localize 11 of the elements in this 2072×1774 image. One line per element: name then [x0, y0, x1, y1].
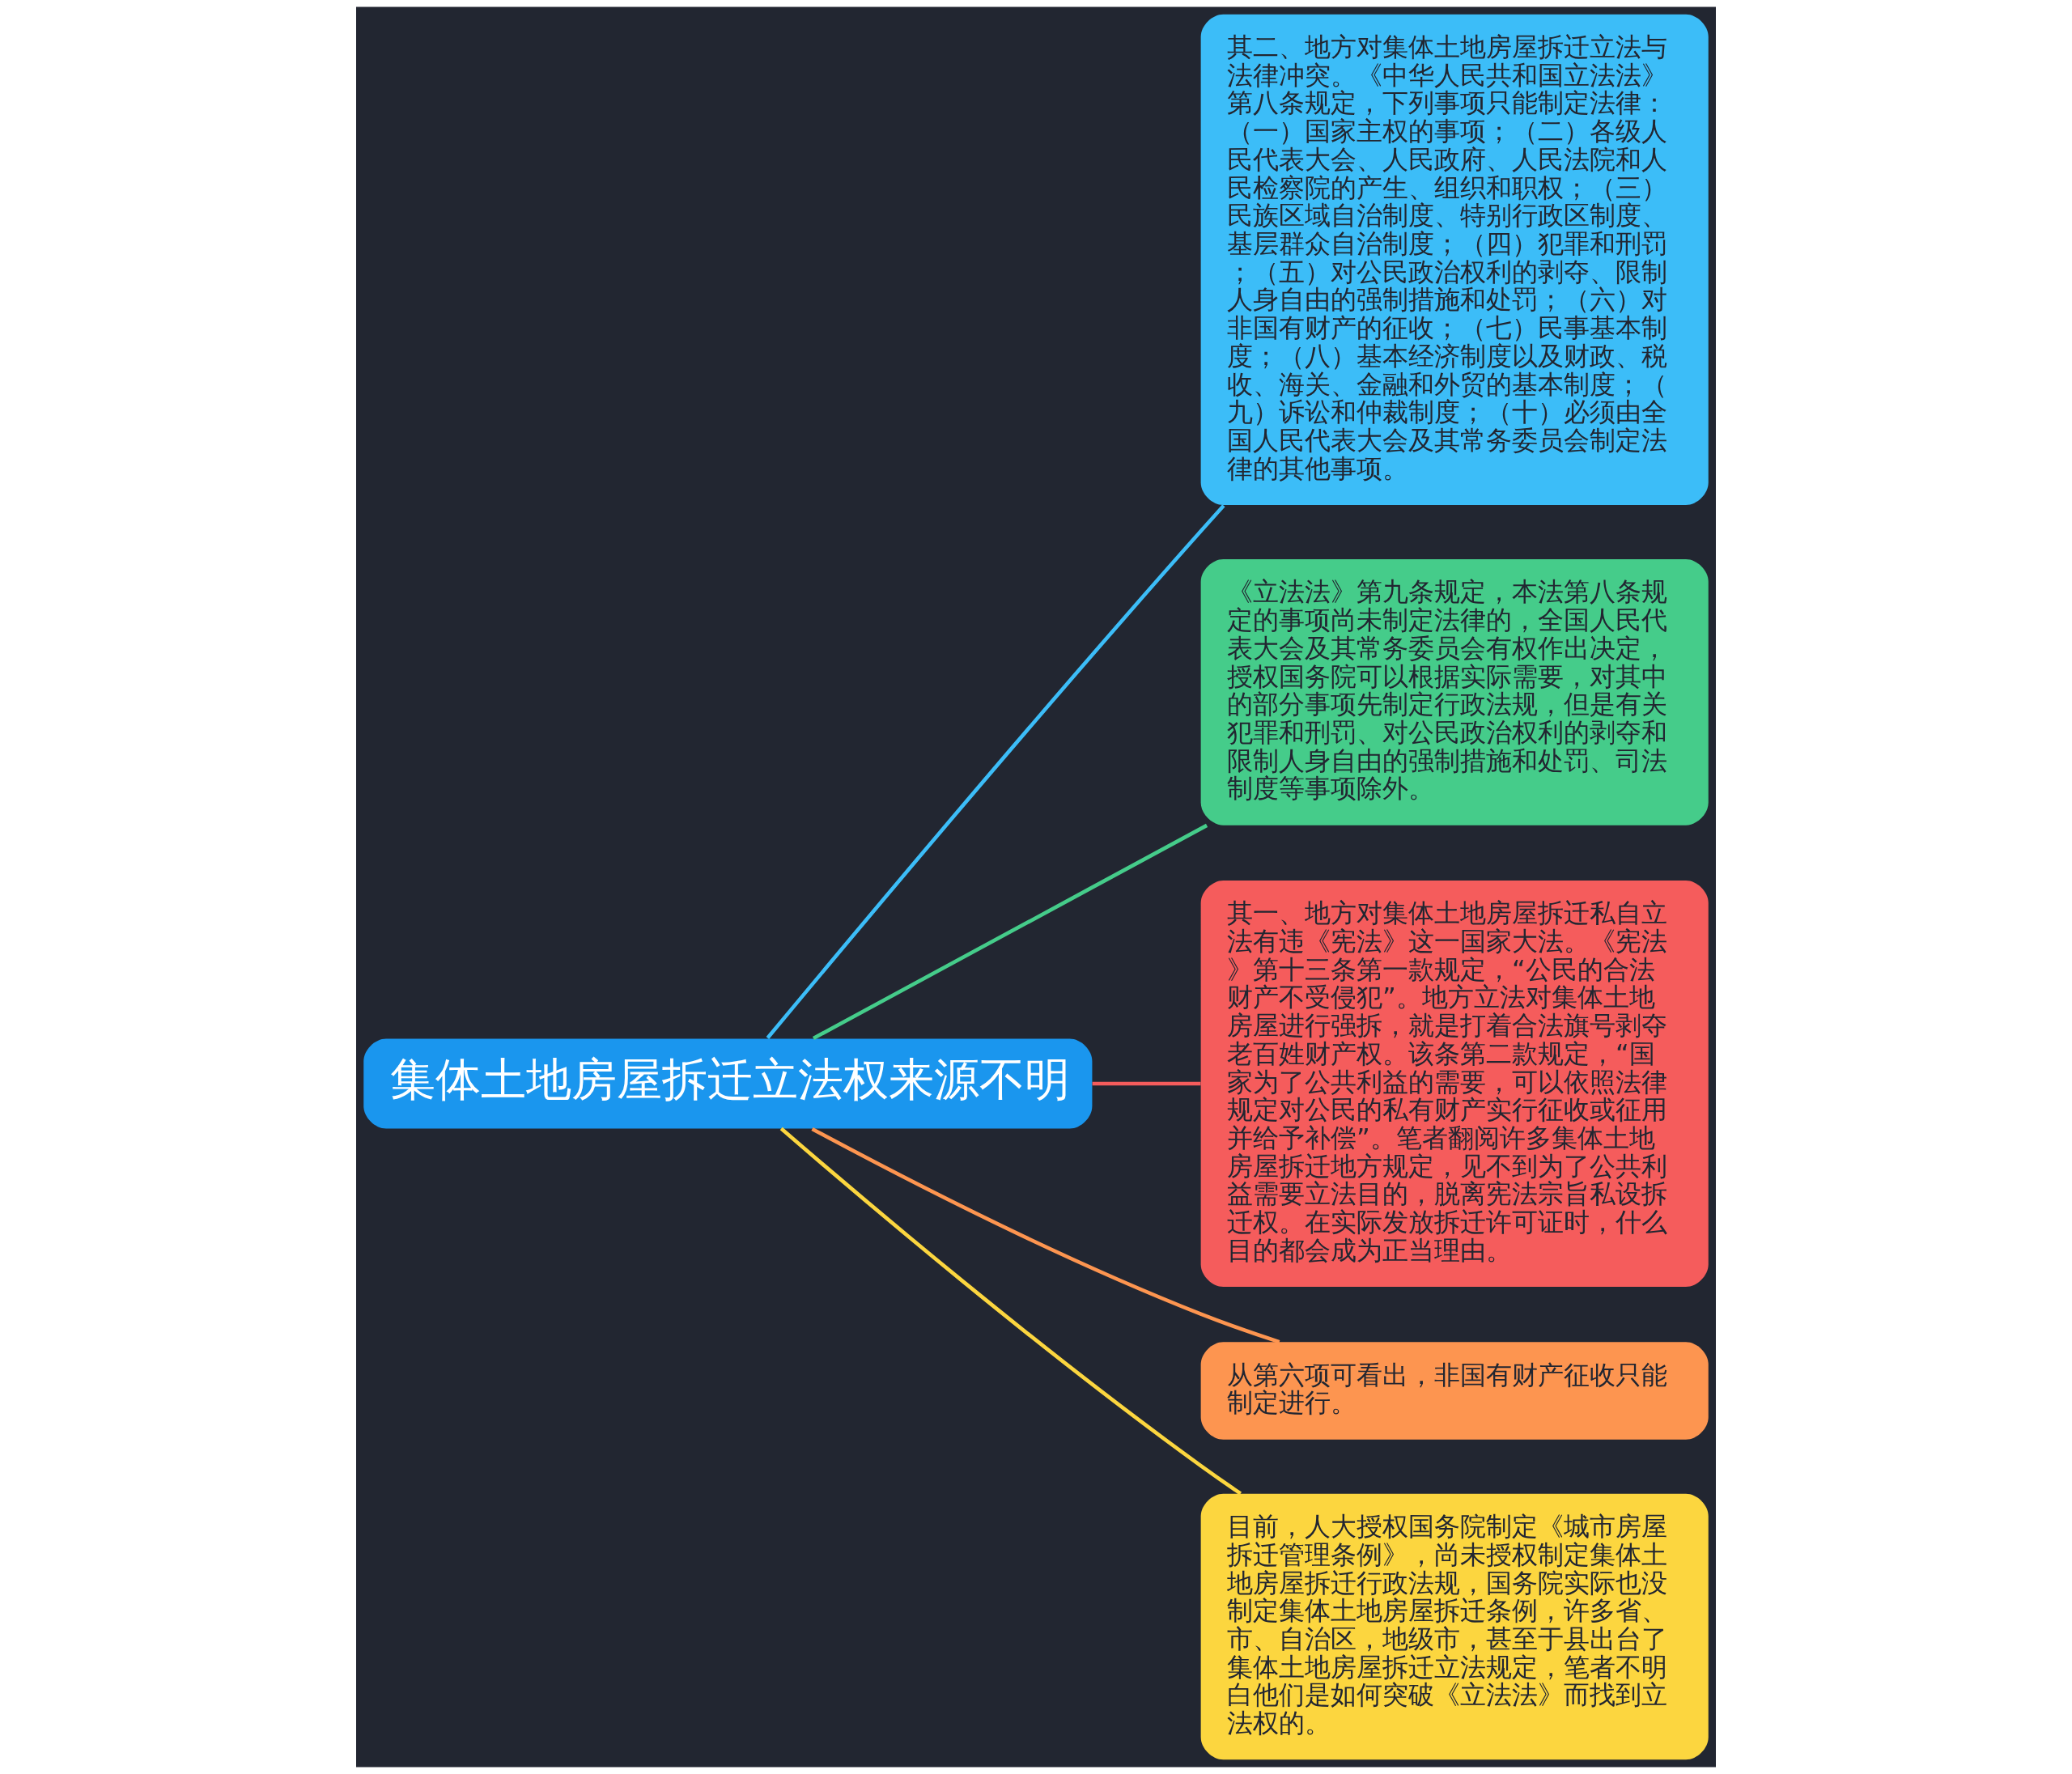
connector	[811, 1127, 1280, 1344]
connector	[812, 823, 1208, 1041]
node-box: 其二、地方对集体土地房屋拆迁立法与法律冲突。《中华人民共和国立法法》第八条规定，下列事项只能制定法律：（一）国家主权的事项；（二）各级人民代表大会、人民政府、人民法院和人民检察院的产生、组织和职权；（三）民族区域自治制度、特别行政区制度、基层群众自治制度；（四）犯罪和刑罚；（五）对公民政治权利的剥夺、限制人身自由的强制措施和处罚；（六）对非国有财产的征收；（七）民事基本制度；（八）基本经济制度以及财政、税收、海关、金融和外贸的基本制度；（九）诉讼和仲裁制度；（十）必须由全国人民代表大会及其常务委员会制定法律的其他事项。	[1200, 14, 1709, 505]
node-box: 目前，人大授权国务院制定《城市房屋拆迁管理条例》，尚未授权制定集体土地房屋拆迁行政法规，国务院实际也没制定集体土地房屋拆迁条例，许多省、市、自治区，地级市，甚至于县出台了集体土地房屋拆迁立法规定，笔者不明白他们是如何突破《立法法》而找到立法权的。	[1200, 1493, 1709, 1760]
node-box: 其一、地方对集体土地房屋拆迁私自立法有违《宪法》这一国家大法。《宪法》第十三条第一款规定，“公民的合法财产不受侵犯”。地方立法对集体土地房屋进行强拆，就是打着合法旗号剥夺老百姓财产权。该条第二款规定，“国家为了公共利益的需要，可以依照法律规定对公民的私有财产实行征收或征用并给予补偿”。笔者翻阅许多集体土地房屋拆迁地方规定，见不到为了公共利益需要立法目的，脱离宪法宗旨私设拆迁权。在实际发放拆迁许可证时，什么目的都会成为正当理由。	[1200, 880, 1709, 1288]
node-box: 集体土地房屋拆迁立法权来源不明	[363, 1038, 1093, 1129]
node-box: 从第六项可看出，非国有财产征收只能制定进行。	[1200, 1342, 1709, 1440]
connector	[779, 1127, 1242, 1496]
connector	[766, 504, 1225, 1040]
connector	[1092, 1081, 1201, 1086]
node-box: 《立法法》第九条规定，本法第八条规定的事项尚未制定法律的，全国人民代表大会及其常务委员会有权作出决定，授权国务院可以根据实际需要，对其中的部分事项先制定行政法规，但是有关犯罪和刑罚、对公民政治权利的剥夺和限制人身自由的强制措施和处罚、司法制度等事项除外。	[1200, 559, 1709, 825]
